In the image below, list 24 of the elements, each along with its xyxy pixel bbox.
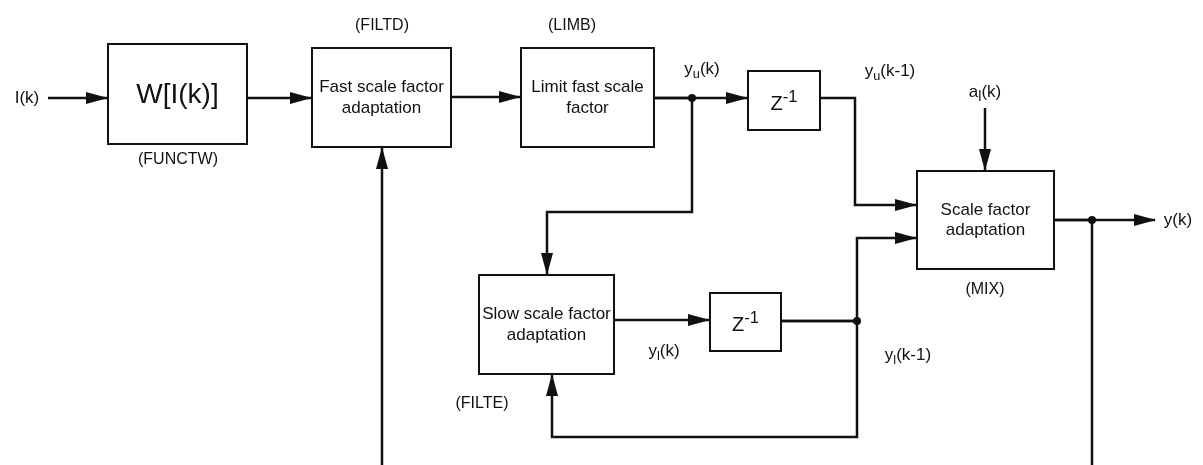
module-name: (MIX) [965,280,1005,298]
block-box: Z$^{-1}$ [709,292,782,352]
connector-arrow [615,314,710,326]
module-name: (FUNCTW) [138,150,218,168]
module-name: (FILTE) [455,394,509,412]
connector-arrow [979,108,991,171]
module-name: (FILTD) [355,16,409,34]
connector-arrow [452,91,521,103]
block-box: Z$^{-1}$ [747,70,821,131]
block-box: Slow scale factor adaptation [478,274,615,375]
block-box: Fast scale factor adaptation [311,47,452,148]
connector-arrow [546,319,859,439]
module-name: (LIMB) [548,16,596,34]
connector-arrow [541,96,694,275]
block-box: W[I(k)] [107,43,248,145]
signal-label: I(k) [6,84,48,112]
signal-label: y(k) [1155,206,1201,234]
connector-arrow [48,92,108,104]
connector-arrow [821,96,917,211]
connector-arrow [248,92,312,104]
block-box: Scale factor adaptation [916,170,1055,270]
connector-arrow [376,147,388,465]
block-box: Limit fast scale factor [520,47,655,148]
signal-label: a$_{l}$(k) [955,78,1015,108]
